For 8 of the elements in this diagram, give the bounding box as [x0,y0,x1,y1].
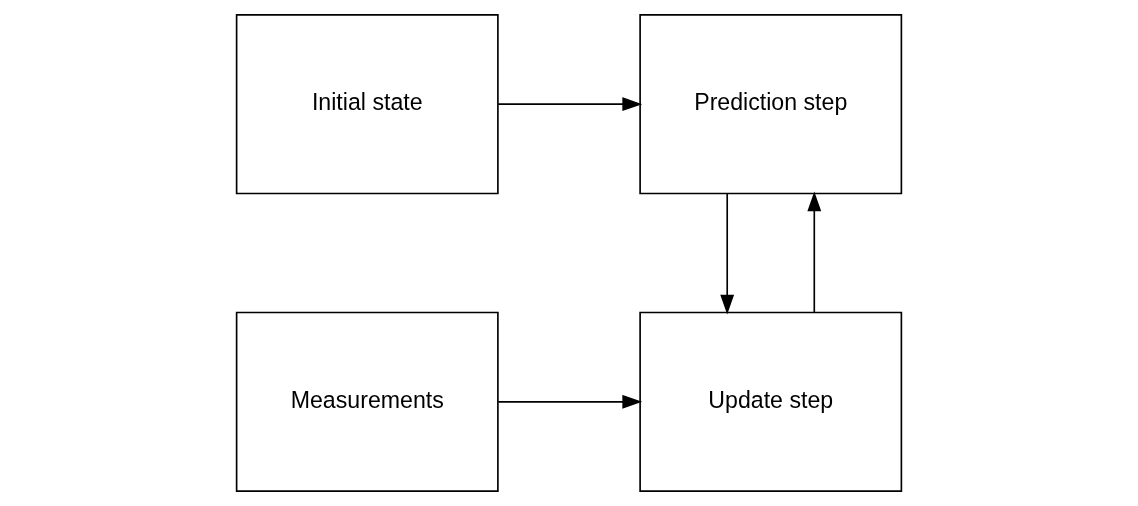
node-box: Initial state [235,14,499,195]
node-box: Measurements [235,311,499,492]
arrow [497,97,643,112]
arrow [497,394,643,409]
node-box: Update step [639,311,903,492]
arrow [807,191,822,314]
node-box: Prediction step [639,14,903,195]
arrow [720,192,735,315]
